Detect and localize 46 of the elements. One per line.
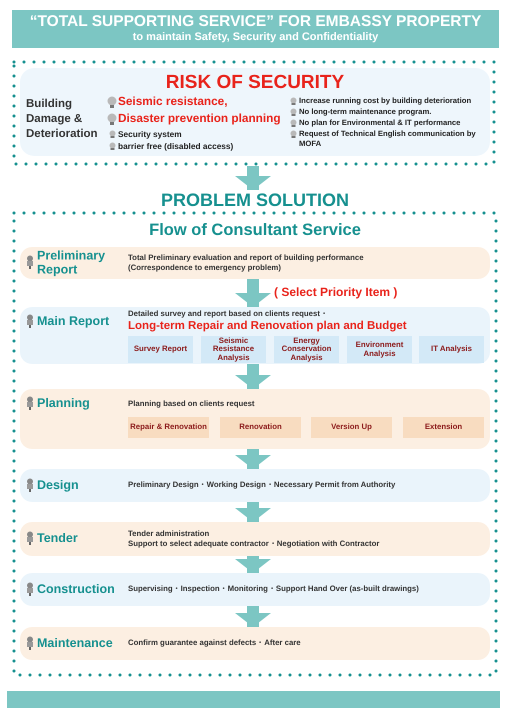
service-box	[419, 336, 484, 363]
stage-title: Preliminary Report	[37, 249, 106, 277]
stage-panel	[20, 247, 490, 279]
flow-arrow	[235, 502, 271, 522]
service-box	[403, 417, 484, 438]
subtitle: to maintain Safety, Security and Confidentiality	[132, 31, 380, 43]
risk-panel	[20, 68, 490, 156]
flow-arrow	[235, 556, 271, 573]
panel-title: RISK OF SECURITY	[164, 72, 346, 94]
stage-panel	[20, 627, 490, 660]
stage-panel	[20, 469, 490, 502]
main-title: “TOTAL SUPPORTING SERVICE” FOR EMBASSY PROPERTY	[28, 13, 482, 31]
flow-heading: Flow of Consultant Service	[148, 221, 362, 240]
risk-item: Security system	[118, 129, 183, 140]
stage-panel	[20, 389, 490, 449]
service-box	[347, 336, 412, 363]
risk-item: barrier free (disabled access)	[118, 141, 234, 152]
service-box	[201, 336, 266, 363]
service-box	[128, 336, 193, 363]
flow-arrow	[235, 279, 271, 307]
section-heading: PROBLEM SOLUTION	[160, 190, 350, 211]
dotted-frame	[12, 190, 498, 677]
service-box	[128, 417, 209, 438]
dotted-frame	[12, 60, 496, 166]
stage-panel	[20, 573, 490, 606]
service-box	[220, 417, 301, 438]
flow-arrow	[235, 166, 271, 190]
flow-arrow	[235, 449, 271, 469]
stage-title: Maintenance	[37, 636, 114, 650]
edge-label: ( Select Priority Item )	[272, 285, 400, 299]
stage-panel	[20, 307, 490, 364]
risk-item: Seismic resistance,	[118, 94, 229, 110]
stage-title: Main Report	[37, 314, 110, 328]
stage-title: Construction	[37, 582, 116, 596]
category-label: Building Damage & Deterioration	[26, 97, 99, 142]
title-banner	[12, 10, 499, 48]
service-box	[274, 336, 339, 363]
flow-arrow	[235, 364, 271, 389]
stage-title: Tender	[37, 532, 79, 546]
risk-item: Disaster prevention planning	[118, 111, 282, 127]
flow-arrow	[235, 606, 271, 627]
stage-panel	[20, 522, 490, 556]
stage-title: Planning	[37, 397, 91, 411]
highlight-text: Long-term Repair and Renovation plan and Budget	[128, 319, 408, 334]
service-box	[311, 417, 392, 438]
stage-title: Design	[37, 478, 80, 492]
